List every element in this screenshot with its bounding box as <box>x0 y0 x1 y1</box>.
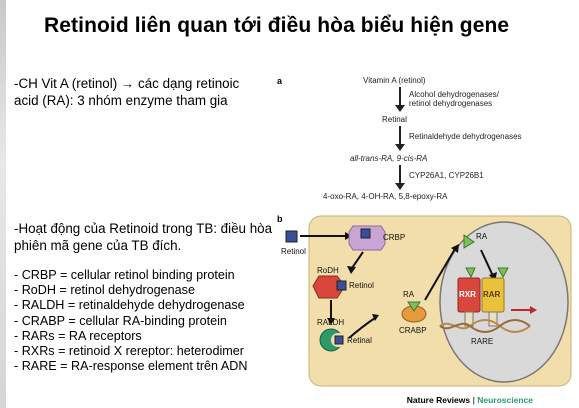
dna-strand <box>439 319 531 333</box>
figure-credit: Nature Reviews | Neuroscience <box>407 395 533 405</box>
credit-separator: | <box>472 395 475 405</box>
ra-forms-label: all-trans-RA, 9-cis-RA <box>350 154 428 163</box>
ra-triangle-icon <box>497 267 509 279</box>
panel-b-letter: b <box>277 214 283 224</box>
retinoid-signaling-diagram: b CRBP Retinol <box>275 214 575 394</box>
abbreviation-item: - RARE = RA-response element trên ADN <box>14 359 248 374</box>
abbreviation-item: - RoDH = retinol dehydrogenase <box>14 283 195 298</box>
arrowhead-icon <box>347 266 356 274</box>
retinal-label: Retinal <box>382 115 407 124</box>
rare-label: RARE <box>471 337 494 346</box>
panel-a-letter: a <box>277 76 283 86</box>
arrow-right-icon <box>348 317 376 339</box>
abbreviation-item: - RALDH = retinaldehyde dehydrogenase <box>14 298 245 313</box>
retinol-square-icon <box>336 280 347 291</box>
ra-triangle-icon <box>407 301 421 312</box>
arrow-down-icon <box>395 87 405 112</box>
enzyme-step3-label: CYP26A1, CYP26B1 <box>409 171 484 180</box>
arrow-down-icon <box>480 249 494 277</box>
arrow-down-icon <box>395 126 405 151</box>
ra-nucleus-label: RA <box>476 232 488 241</box>
retinal-square-icon <box>334 335 344 345</box>
slide-edge-decoration <box>0 0 6 408</box>
arrowhead-icon <box>327 318 335 325</box>
signaling-illustration <box>285 215 572 387</box>
arrow-down-icon <box>395 165 405 190</box>
retinol-rodh-label: Retinol <box>349 281 374 290</box>
abbreviation-item: - CRABP = cellular RA-binding protein <box>14 313 227 328</box>
ra-mid-label: RA <box>403 290 415 299</box>
dna-clamp-icon <box>488 311 498 327</box>
arrow-up-icon <box>424 248 456 301</box>
enzyme-step2-label: Retinaldehyde dehydrogenases <box>409 132 522 141</box>
retinol-square-icon <box>360 228 371 239</box>
rar-label: RAR <box>483 290 501 299</box>
credit-publisher: Nature Reviews <box>406 395 471 405</box>
retinol-outside-label: Retinol <box>281 247 306 256</box>
metabolites-label: 4-oxo-RA, 4-OH-RA, 5,8-epoxy-RA <box>323 192 448 201</box>
rxr-label: RXR <box>459 290 476 299</box>
retinoid-pathway-diagram: a Vitamin A (retinol) Alcohol dehydrogen… <box>275 72 575 212</box>
enzyme-step1-line1: Alcohol dehydrogenases/ <box>409 90 499 99</box>
enzyme-step1-label: Alcohol dehydrogenases/ retinol dehydrog… <box>409 90 499 108</box>
crabp-label: CRABP <box>399 326 427 335</box>
enzyme-step1-line2: retinol dehydrogenases <box>409 99 493 108</box>
rodh-label: RoDH <box>317 266 339 275</box>
abbreviation-item: - RXRs = retinoid X rereptor: heterodime… <box>14 344 244 359</box>
abbreviation-item: - RARs = RA receptors <box>14 328 142 343</box>
slide-title: Retinoid liên quan tới điều hòa biểu hiệ… <box>44 14 510 37</box>
intro-text: -CH Vit A (retinol) → các dạng retinoic … <box>14 76 240 108</box>
vitamin-a-label: Vitamin A (retinol) <box>363 76 426 85</box>
credit-journal: Neuroscience <box>477 395 533 405</box>
ra-triangle-icon <box>465 267 476 279</box>
arrow-down-icon <box>351 251 364 269</box>
crbp-label: CRBP <box>383 233 406 242</box>
retinol-square-icon <box>285 230 298 243</box>
raldh-label: RALDH <box>317 318 345 327</box>
arrowhead-icon <box>372 314 379 321</box>
abbreviation-item: - CRBP = cellular retinol binding protei… <box>14 268 235 282</box>
retinal-raldh-label: Retinal <box>347 336 372 345</box>
activity-text: -Hoạt động của Retinoid trong TB: điều h… <box>14 221 273 253</box>
ra-triangle-icon <box>463 234 475 249</box>
abbreviation-list: - CRBP = cellular retinol binding protei… <box>14 268 294 374</box>
arrowhead-icon <box>530 306 537 314</box>
arrowhead-icon <box>451 244 459 253</box>
